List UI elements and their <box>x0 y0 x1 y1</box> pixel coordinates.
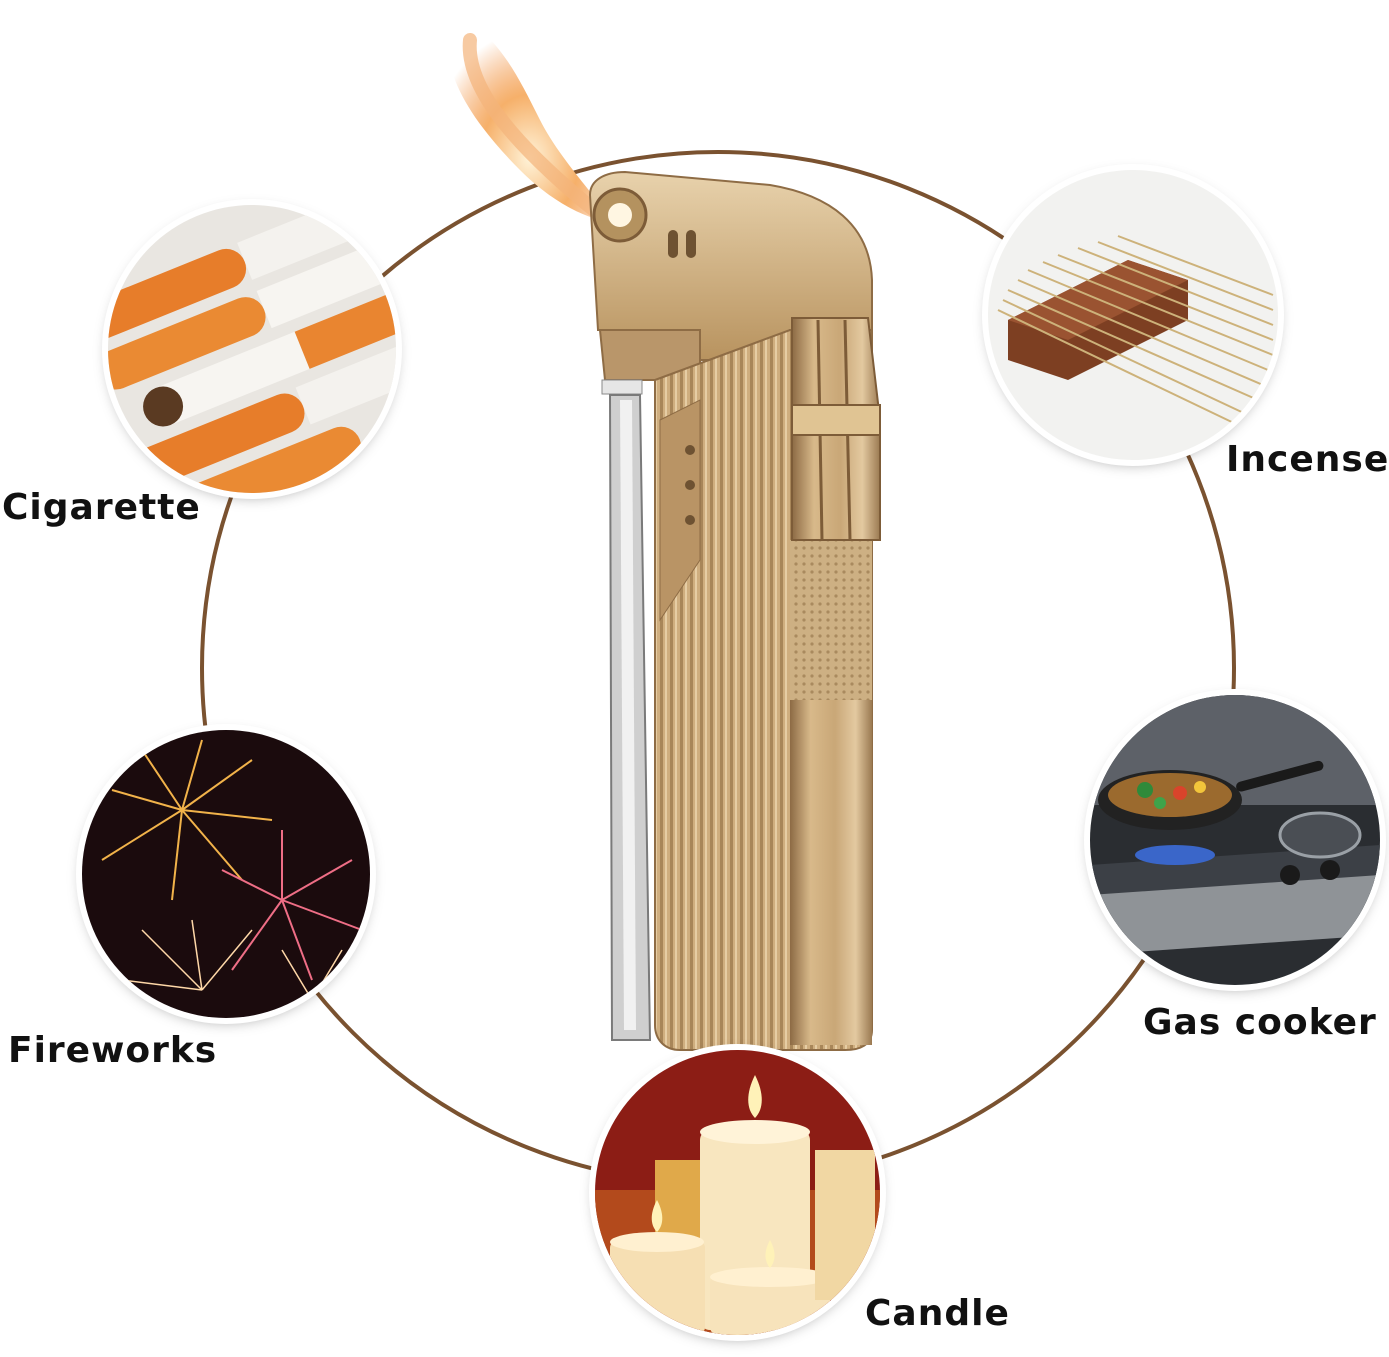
gas-cooker-thumbnail <box>1090 695 1380 985</box>
label-cigarette: Cigarette <box>2 487 201 528</box>
gas-cooker-image <box>1090 695 1380 985</box>
pipe-tool <box>601 379 643 395</box>
cigarette-image <box>108 205 396 493</box>
candle-image <box>595 1050 880 1335</box>
flame <box>447 10 612 222</box>
label-fireworks: Fireworks <box>8 1030 218 1071</box>
incense-image <box>988 170 1278 460</box>
fireworks-image <box>82 730 370 1018</box>
label-candle: Candle <box>865 1293 1010 1334</box>
fireworks-thumbnail <box>82 730 370 1018</box>
candle-thumbnail <box>595 1050 880 1335</box>
label-gas-cooker: Gas cooker <box>1143 1002 1377 1043</box>
cigarette-thumbnail <box>108 205 396 493</box>
incense-thumbnail <box>988 170 1278 460</box>
label-incense: Incense <box>1226 439 1389 480</box>
